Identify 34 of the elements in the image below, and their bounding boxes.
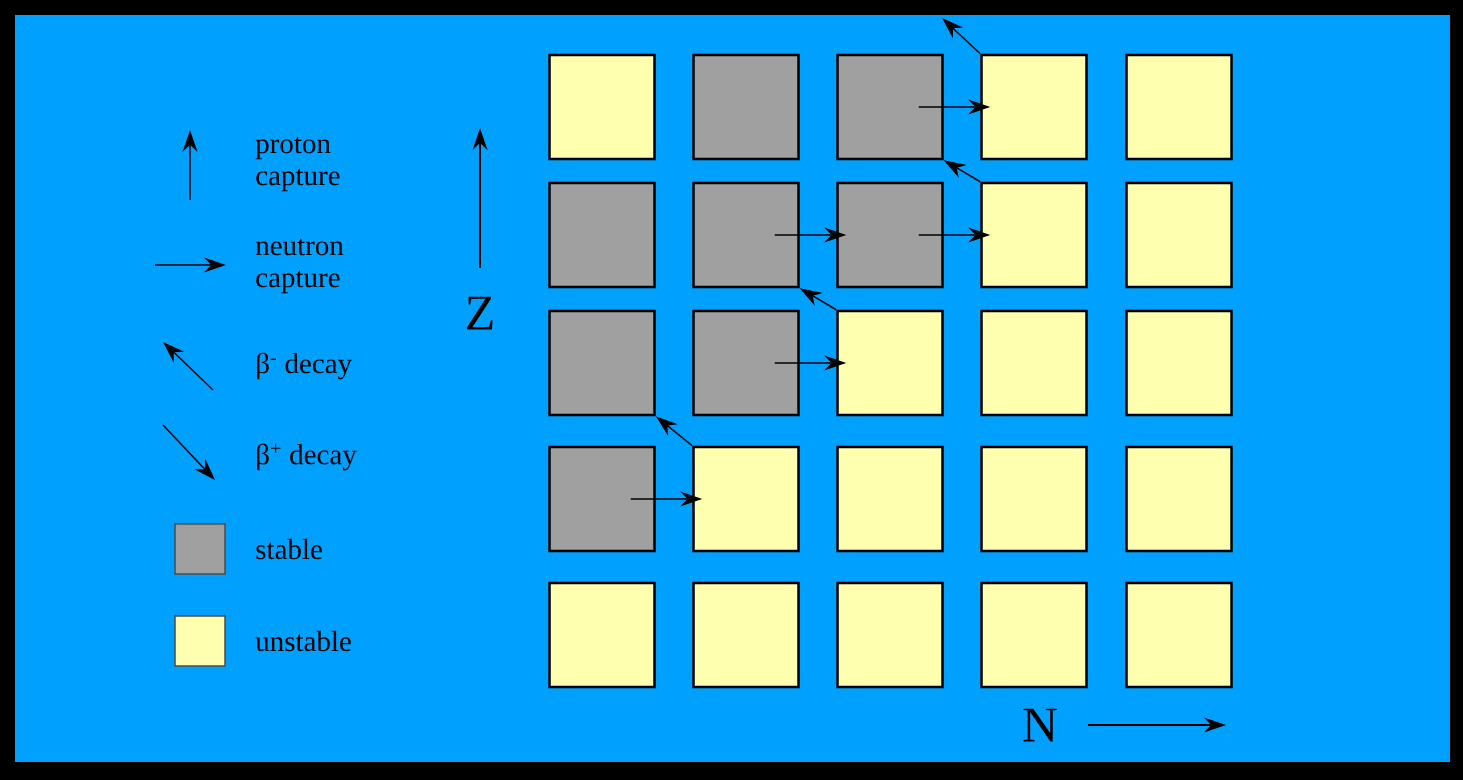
nuclide-box <box>836 581 944 689</box>
nuclide-box <box>548 445 656 553</box>
legend-label: unstable <box>255 630 351 652</box>
nuclide-box <box>980 181 1088 289</box>
nuclide-box <box>692 581 800 689</box>
nuclide-box <box>692 181 800 289</box>
nuclide-box <box>1125 445 1233 553</box>
axis-label: Z <box>467 296 493 330</box>
nuclide-box <box>692 445 800 553</box>
nuclide-box <box>548 181 656 289</box>
nuclide-box <box>1125 53 1233 161</box>
nuclide-box <box>548 53 656 161</box>
nuclide-box <box>1125 581 1233 689</box>
nuclide-box <box>1125 181 1233 289</box>
legend-label: β$^{+}$ decay <box>257 443 357 471</box>
legend-label: proton capture <box>255 136 340 192</box>
nuclide-box <box>836 445 944 553</box>
nuclide-box <box>692 309 800 417</box>
legend-label: stable <box>256 538 322 560</box>
axis-label: N <box>1023 708 1057 742</box>
nuclide-box <box>1125 309 1233 417</box>
legend-label: β$^{-}$ decay <box>257 352 352 380</box>
nuclide-box <box>836 181 944 289</box>
nuclide-box <box>692 53 800 161</box>
nuclide-box <box>980 309 1088 417</box>
nuclide-box <box>980 581 1088 689</box>
nuclide-box <box>980 53 1088 161</box>
legend-label: neutron capture <box>255 238 344 294</box>
arrow <box>942 18 981 55</box>
nuclide-box <box>548 309 656 417</box>
nuclide-box <box>836 309 944 417</box>
nuclide-box <box>836 53 944 161</box>
nuclide-box <box>980 445 1088 553</box>
nuclide-box <box>548 581 656 689</box>
